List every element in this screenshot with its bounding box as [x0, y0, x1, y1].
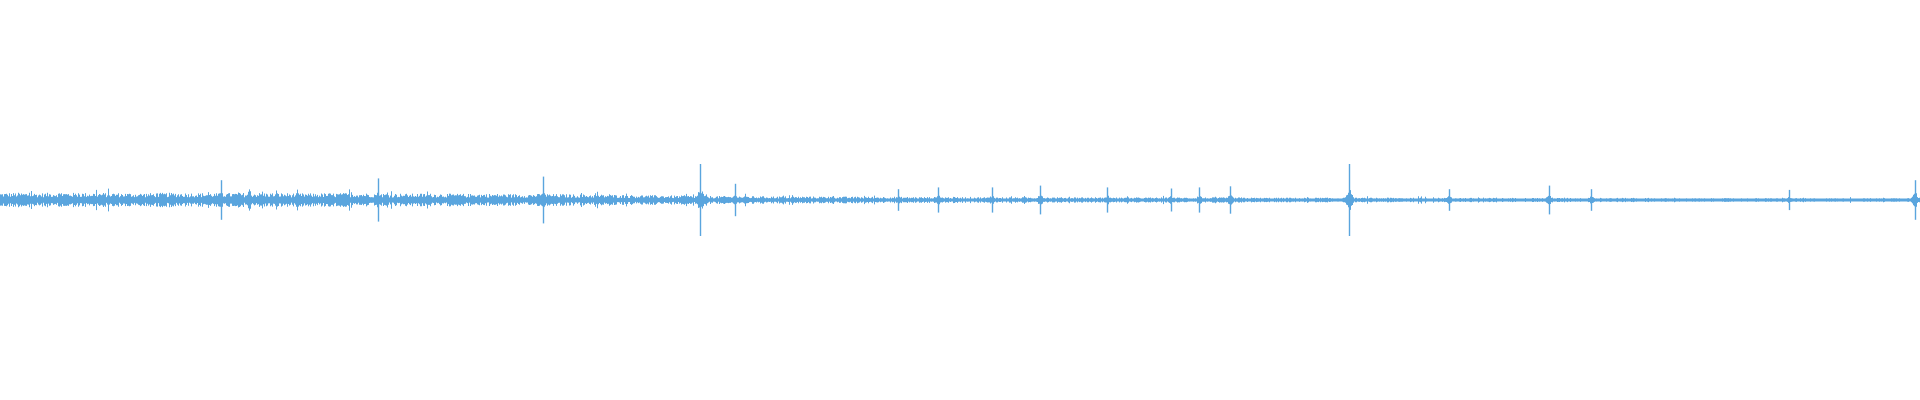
waveform-body: [0, 188, 1920, 212]
waveform-bars: [0, 164, 1920, 236]
